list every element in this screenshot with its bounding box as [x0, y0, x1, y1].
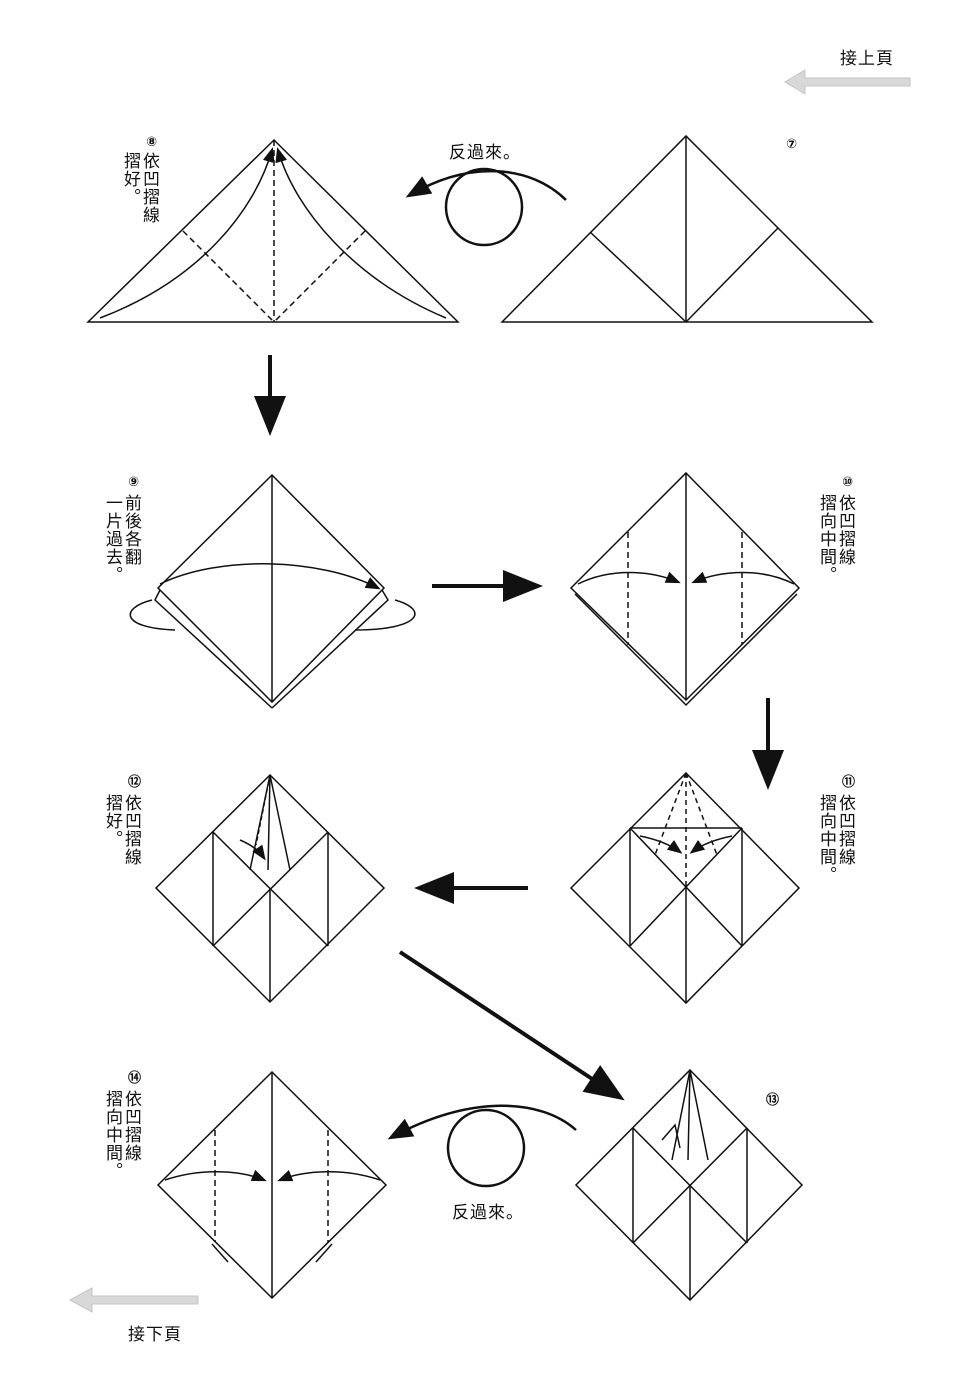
step-14-number: ⑭ — [128, 1071, 142, 1086]
step-12-line-2: 摺好。 — [102, 794, 122, 848]
next-page-arrow[interactable] — [68, 1287, 199, 1313]
step-8-instruction: 摺好。依凹摺線 — [120, 152, 159, 224]
step-14-line-1: 依凹摺線 — [121, 1090, 141, 1162]
step-13-figure — [574, 1068, 804, 1302]
prev-page-label[interactable]: 接上頁 — [840, 49, 894, 69]
step-10-line-1: 依凹摺線 — [835, 494, 855, 566]
step-8-line-1: 依凹摺線 — [139, 152, 159, 224]
step-12-line-1: 依凹摺線 — [121, 794, 141, 866]
flip-symbol-top — [405, 167, 567, 247]
step-8-number: ⑧ — [146, 135, 158, 150]
step-11-line-1: 依凹摺線 — [835, 794, 855, 866]
step-10-line-2: 摺向中間。 — [816, 494, 836, 584]
step-13-number: ⑬ — [766, 1093, 780, 1108]
step-9-line-1: 前後各翻 — [121, 494, 141, 566]
step-11-instruction: 摺向中間。依凹摺線 — [816, 794, 855, 884]
step-11-number: ⑪ — [842, 775, 856, 790]
step-9-line-2: 一片過去。 — [102, 494, 122, 584]
flip-symbol-bottom — [387, 1104, 577, 1188]
step-8-line-2: 摺好。 — [120, 152, 140, 206]
prev-page-arrow[interactable] — [784, 69, 911, 95]
step-11-figure — [569, 771, 801, 1005]
flip-label-top: 反過來。 — [449, 143, 521, 163]
step-14-figure — [156, 1070, 388, 1300]
step-8-figure — [86, 138, 460, 323]
step-7-number: ⑦ — [786, 137, 798, 152]
step-7-figure — [500, 134, 874, 323]
step-9-figure — [129, 473, 416, 709]
arrow-step-12-to-13 — [398, 950, 625, 1101]
step-10-instruction: 摺向中間。依凹摺線 — [816, 494, 855, 584]
step-10-number: ⑩ — [842, 475, 854, 490]
step-14-line-2: 摺向中間。 — [102, 1090, 122, 1180]
step-11-line-2: 摺向中間。 — [816, 794, 836, 884]
step-9-instruction: 一片過去。前後各翻 — [102, 494, 141, 584]
step-14-instruction: 摺向中間。依凹摺線 — [102, 1090, 141, 1180]
step-12-number: ⑫ — [128, 775, 142, 790]
next-page-label[interactable]: 接下頁 — [128, 1325, 182, 1345]
step-10-figure — [569, 471, 801, 707]
step-12-figure — [154, 773, 386, 1004]
flip-label-bottom: 反過來。 — [452, 1203, 524, 1223]
step-12-instruction: 摺好。依凹摺線 — [102, 794, 141, 866]
step-9-number: ⑨ — [128, 475, 140, 490]
